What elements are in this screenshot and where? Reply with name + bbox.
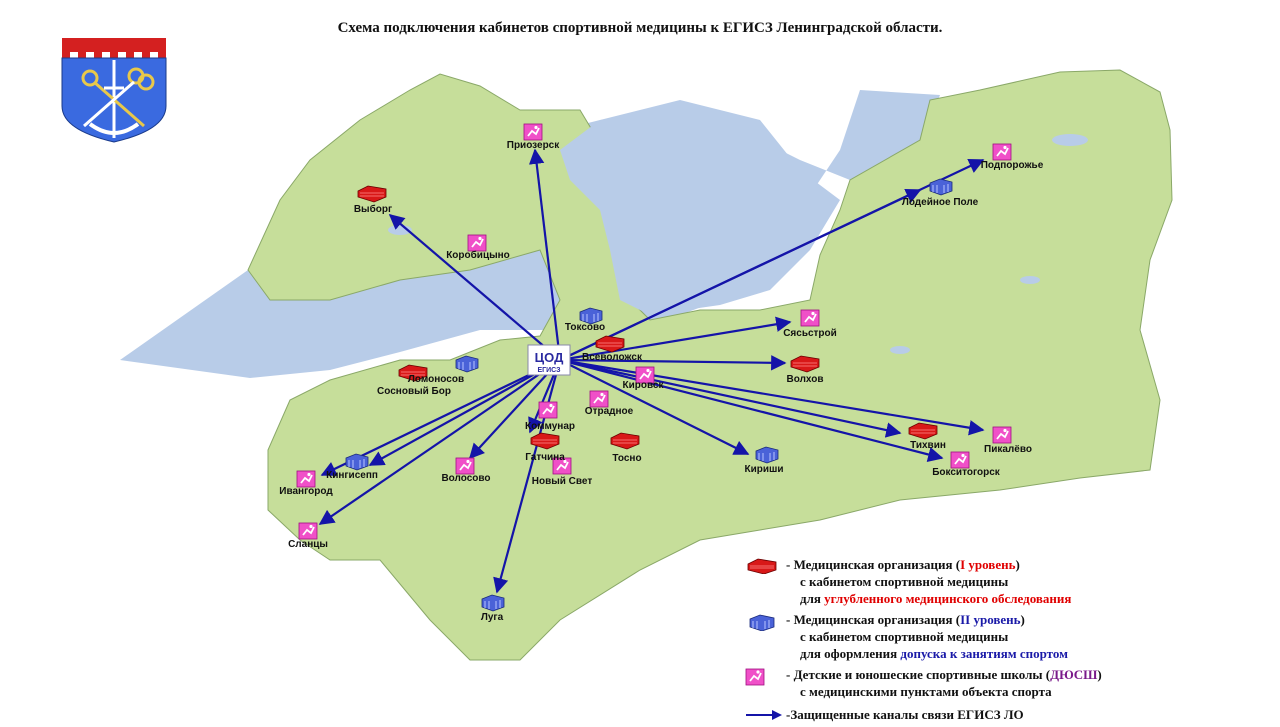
- red-building-icon: [595, 335, 625, 353]
- link-arrow-priozersk: [528, 148, 562, 361]
- link-arrow-kingisepp: [368, 359, 561, 466]
- place-label-novy_svet: Новый Свет: [532, 476, 593, 487]
- link-arrow-pikalevo: [559, 358, 985, 436]
- legend-l2-f: допуска к занятиям спортом: [900, 646, 1068, 661]
- link-arrow-slantsy: [318, 359, 561, 525]
- legend-l1-c: ): [1015, 557, 1020, 572]
- link-arrow-tikhvin: [559, 358, 902, 438]
- legend-level1: - Медицинская организация (I уровень) с …: [740, 556, 1260, 607]
- blue-building-icon: [579, 307, 603, 325]
- legend-l3-b: ДЮСШ: [1050, 667, 1098, 682]
- pink-sport-icon: [992, 426, 1012, 444]
- red-building-icon: [747, 558, 777, 574]
- pink-sport-icon: [992, 143, 1012, 161]
- pink-sport-icon: [635, 366, 655, 384]
- place-label-pikalevo: Пикалёво: [984, 444, 1032, 455]
- blue-building-icon: [481, 594, 505, 612]
- link-arrow-syasstroy: [559, 316, 792, 362]
- place-label-boksitogorsk: Бокситогорск: [932, 467, 1001, 478]
- red-building-icon: [610, 432, 640, 450]
- place-label-vyborg: Выборг: [354, 203, 392, 215]
- link-arrow-vyborg: [388, 214, 561, 361]
- place-label-podporozhye: Подпорожье: [981, 160, 1044, 171]
- pink-sport-icon: [950, 451, 970, 469]
- blue-building-icon: [755, 446, 779, 464]
- pink-sport-icon: [745, 668, 765, 686]
- legend-level2: - Медицинская организация (II уровень) с…: [740, 611, 1260, 662]
- hub-tsod-egisz: ЦОД ЕГИСЗ: [527, 344, 571, 376]
- link-arrow-podporozhye: [559, 158, 985, 361]
- legend-l1-b: I уровень: [960, 557, 1016, 572]
- coat-of-arms-icon: [61, 38, 167, 143]
- place-label-toksovo: Токсово: [565, 322, 605, 333]
- legend-l2-e: для оформления: [800, 646, 901, 661]
- place-label-priozersk: Приозерск: [507, 140, 560, 151]
- place-label-kirovsk: Кировск: [623, 380, 665, 391]
- place-label-volosovo: Волосово: [441, 473, 490, 484]
- pink-sport-icon: [800, 309, 820, 327]
- link-arrow-luga: [493, 359, 562, 594]
- place-label-ivangorod: Ивангород: [279, 486, 333, 497]
- red-building-icon: [790, 355, 820, 373]
- link-arrow-boksitogorsk: [559, 358, 944, 463]
- place-label-lomonosov: Ломоносов: [408, 374, 464, 385]
- legend-l3-d: с медицинскими пунктами объекта спорта: [800, 684, 1052, 699]
- red-building-icon: [357, 185, 387, 203]
- pink-sport-icon: [538, 401, 558, 419]
- place-label-lodeynoe_pole: Лодейное Поле: [902, 197, 979, 208]
- place-label-syasstroy: Сясьстрой: [783, 328, 837, 339]
- legend-l4-a: -Защищенные каналы связи ЕГИСЗ ЛО: [786, 707, 1024, 722]
- legend: - Медицинская организация (I уровень) с …: [740, 556, 1260, 727]
- blue-building-icon: [455, 355, 479, 373]
- legend-l2-c: ): [1020, 612, 1025, 627]
- place-label-vsevolozhsk: Всеволожск: [582, 352, 643, 363]
- link-arrow-volkhov: [559, 355, 787, 371]
- legend-l2-a: - Медицинская организация (: [786, 612, 961, 627]
- legend-link: -Защищенные каналы связи ЕГИСЗ ЛО: [740, 706, 1260, 723]
- legend-school: - Детские и юношеские спортивные школы (…: [740, 666, 1260, 700]
- blue-building-icon: [749, 614, 775, 631]
- legend-l3-c: ): [1097, 667, 1102, 682]
- place-label-luga: Луга: [481, 612, 504, 623]
- legend-l1-f: углубленного медицинского обследования: [824, 591, 1072, 606]
- pink-sport-icon: [523, 123, 543, 141]
- legend-l2-d: с кабинетом спортивной медицины: [800, 629, 1009, 644]
- map-title: Схема подключения кабинетов спортивной м…: [337, 20, 943, 36]
- pink-sport-icon: [552, 457, 572, 475]
- place-label-tikhvin: Тихвин: [910, 440, 946, 451]
- place-label-kingisepp: Кингисепп: [326, 470, 378, 481]
- legend-l2-b: II уровень: [960, 612, 1021, 627]
- legend-l1-e: для: [800, 591, 825, 606]
- hub-label-1: ЦОД: [535, 350, 564, 365]
- pink-sport-icon: [296, 470, 316, 488]
- place-label-volkhov: Волхов: [786, 374, 823, 385]
- link-arrow-volosovo: [468, 359, 561, 460]
- red-building-icon: [398, 364, 428, 382]
- pink-sport-icon: [589, 390, 609, 408]
- place-label-kommunar: Коммунар: [525, 421, 575, 432]
- red-building-icon: [908, 422, 938, 440]
- pink-sport-icon: [467, 234, 487, 252]
- place-label-sosnovy_bor: Сосновый Бор: [377, 386, 451, 397]
- pink-sport-icon: [298, 522, 318, 540]
- place-label-gatchina: Гатчина: [525, 452, 565, 463]
- legend-l3-a: - Детские и юношеские спортивные школы (: [786, 667, 1051, 682]
- place-label-otradnoe: Отрадное: [585, 406, 634, 417]
- link-arrow-kirishi: [559, 359, 750, 455]
- place-label-tosno: Тосно: [612, 453, 641, 464]
- place-label-korobitsyno: Коробицыно: [446, 249, 510, 261]
- blue-building-icon: [345, 453, 369, 471]
- arrow-icon: [746, 710, 782, 720]
- place-label-slantsy: Сланцы: [288, 539, 328, 550]
- pink-sport-icon: [455, 457, 475, 475]
- legend-l1-a: - Медицинская организация (: [786, 557, 961, 572]
- blue-building-icon: [929, 178, 953, 196]
- hub-label-2: ЕГИСЗ: [537, 367, 561, 374]
- red-building-icon: [530, 432, 560, 450]
- legend-l1-d: с кабинетом спортивной медицины: [800, 574, 1009, 589]
- place-label-kirishi: Кириши: [745, 464, 784, 475]
